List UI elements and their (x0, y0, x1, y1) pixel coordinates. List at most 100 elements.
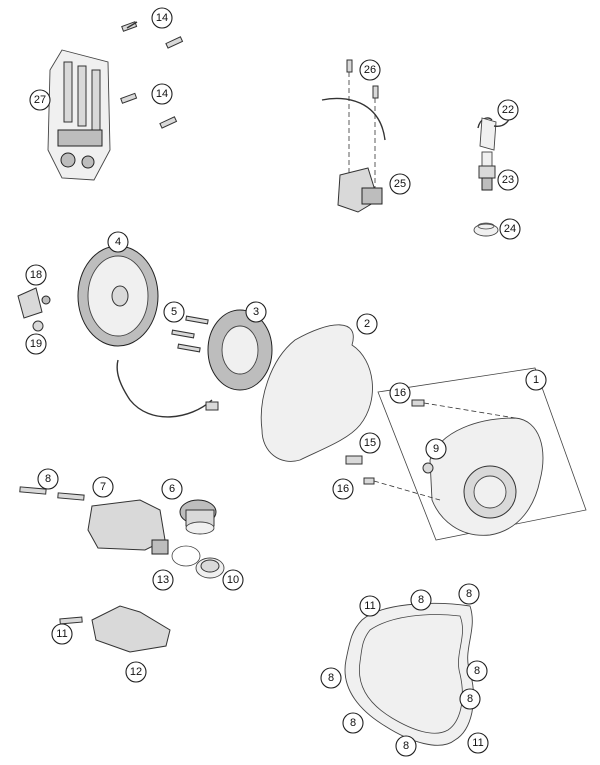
callout-11-gasket-top: 11 (359, 595, 381, 617)
callout-label: 10 (227, 574, 239, 586)
callout-16-bottom: 16 (332, 478, 354, 500)
crankcase-gasket (344, 602, 474, 746)
callout-label: 8 (466, 588, 472, 600)
cover-frame (377, 367, 587, 541)
callout-22: 22 (497, 99, 519, 121)
sensor-18 (17, 287, 51, 319)
callout-label: 9 (433, 443, 439, 455)
callout-25: 25 (389, 173, 411, 195)
callout-26: 26 (359, 59, 381, 81)
callout-7: 7 (92, 476, 114, 498)
callout-8-gasket-1: 8 (410, 589, 432, 611)
callout-13: 13 (152, 569, 174, 591)
callout-label: 14 (156, 12, 168, 24)
callout-label: 19 (30, 338, 42, 350)
callout-label: 15 (364, 437, 376, 449)
callout-8-starter: 8 (37, 468, 59, 490)
bolt-26-left (346, 59, 353, 175)
control-unit-27 (47, 49, 111, 181)
callout-24: 24 (499, 218, 521, 240)
stator-cable (116, 359, 213, 418)
callout-label: 8 (474, 665, 480, 677)
callout-19: 19 (25, 333, 47, 355)
callout-1: 1 (525, 369, 547, 391)
spark-plug-cap-22 (477, 111, 513, 151)
screw-5-set (171, 315, 209, 353)
callout-label: 22 (502, 104, 514, 116)
callout-4: 4 (107, 231, 129, 253)
callout-label: 24 (504, 223, 516, 235)
flywheel-4 (77, 245, 159, 347)
nut-19 (32, 320, 44, 332)
callout-3: 3 (245, 301, 267, 323)
callout-label: 8 (418, 594, 424, 606)
callout-label: 8 (328, 672, 334, 684)
sensor-15 (345, 455, 363, 465)
callout-12: 12 (125, 661, 147, 683)
screw-14-mid-2 (159, 116, 178, 129)
callout-label: 23 (502, 174, 514, 186)
callout-label: 16 (394, 387, 406, 399)
callout-label: 18 (30, 269, 42, 281)
bolt-26-right (372, 85, 379, 200)
callout-23: 23 (497, 169, 519, 191)
screw-9 (422, 462, 434, 474)
cover-gasket-2 (260, 324, 373, 462)
callout-11-cover: 11 (51, 623, 73, 645)
callout-11-gasket-bottom: 11 (467, 732, 489, 754)
screw-14-mid-1 (120, 92, 138, 104)
stator-3 (207, 309, 273, 391)
callout-label: 27 (34, 94, 46, 106)
callout-8-gasket-5: 8 (459, 688, 481, 710)
starter-motor-7 (87, 499, 169, 555)
callout-10: 10 (222, 569, 244, 591)
callout-label: 3 (253, 306, 259, 318)
callout-5: 5 (163, 301, 185, 323)
seal-ring-24 (473, 222, 499, 237)
callout-15: 15 (359, 432, 381, 454)
callout-16-top: 16 (389, 382, 411, 404)
crankcase-gasket-inner (358, 614, 463, 734)
callout-27: 27 (29, 89, 51, 111)
screw-14-top-1 (121, 21, 138, 32)
callout-18: 18 (25, 264, 47, 286)
callout-label: 8 (45, 473, 51, 485)
callout-label: 5 (171, 306, 177, 318)
callout-label: 7 (100, 481, 106, 493)
o-ring-13 (171, 545, 201, 567)
callout-8-gasket-6: 8 (342, 712, 364, 734)
screw-16-top (411, 399, 516, 419)
callout-label: 8 (350, 717, 356, 729)
ignition-coil-25 (337, 167, 383, 213)
ignition-cover-1 (429, 417, 544, 536)
callout-8-gasket-7: 8 (395, 735, 417, 757)
callout-9: 9 (425, 438, 447, 460)
stator-cable-grommet (205, 401, 219, 411)
callout-2: 2 (356, 313, 378, 335)
starter-cover-12 (91, 605, 171, 653)
callout-6: 6 (161, 478, 183, 500)
callout-label: 8 (467, 693, 473, 705)
callout-label: 4 (115, 236, 121, 248)
callout-label: 16 (337, 483, 349, 495)
callout-label: 14 (156, 88, 168, 100)
callout-14-mid: 14 (151, 83, 173, 105)
callout-label: 12 (130, 666, 142, 678)
callout-label: 6 (169, 483, 175, 495)
callout-label: 11 (364, 600, 375, 612)
callout-8-gasket-3: 8 (320, 667, 342, 689)
callout-label: 13 (157, 574, 169, 586)
screw-11-cover (59, 616, 83, 625)
callout-label: 1 (533, 374, 539, 386)
freewheel-gear-6 (179, 499, 217, 535)
callout-8-gasket-2: 8 (458, 583, 480, 605)
bushing-10 (195, 557, 225, 579)
screws-8-starter (19, 486, 85, 501)
callout-label: 2 (364, 318, 370, 330)
callout-label: 25 (394, 178, 406, 190)
spark-plug-23 (478, 151, 496, 191)
screw-16-bottom (363, 477, 441, 501)
callout-label: 11 (472, 737, 483, 749)
